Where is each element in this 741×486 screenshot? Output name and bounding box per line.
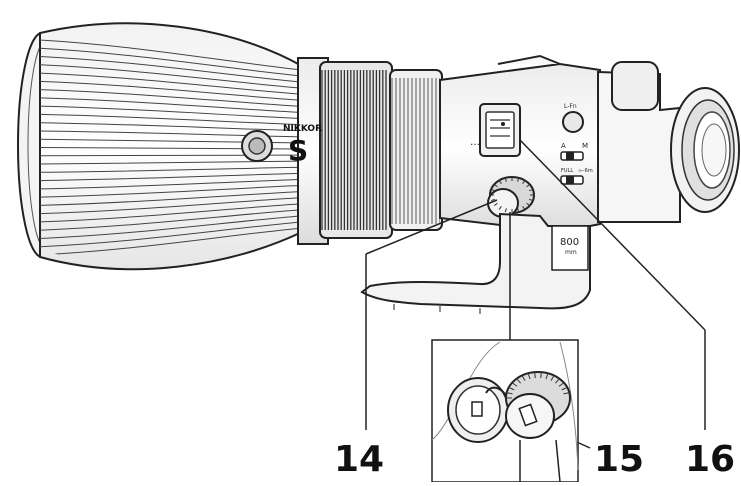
focal-length-label: 800 [560,237,579,248]
callout-16: 16 [685,439,736,480]
limit-label-range: ∞–6m [578,168,593,174]
callout-15: 15 [594,439,645,480]
tripod-foot [360,212,591,314]
limit-label-full: FULL [561,168,573,174]
tripod-lock-latch [479,103,521,157]
series-label: S [288,134,308,167]
leader-lines [365,139,706,449]
detail-inset [431,339,579,483]
fn-label: L-Fn [564,103,577,110]
callout-14: 14 [334,439,385,480]
switch-panel: L-Fn A M FULL ∞–6m [560,103,593,185]
fn-button [562,111,584,133]
brand-label: NIKKOR [283,124,322,134]
lens-mount [670,87,740,213]
svg-text:…: … [470,137,480,148]
focal-length-unit: mm [565,249,577,256]
focus-mode-m-label: M [582,142,588,150]
lens-hood [17,22,303,271]
focus-mode-a-label: A [561,142,566,150]
